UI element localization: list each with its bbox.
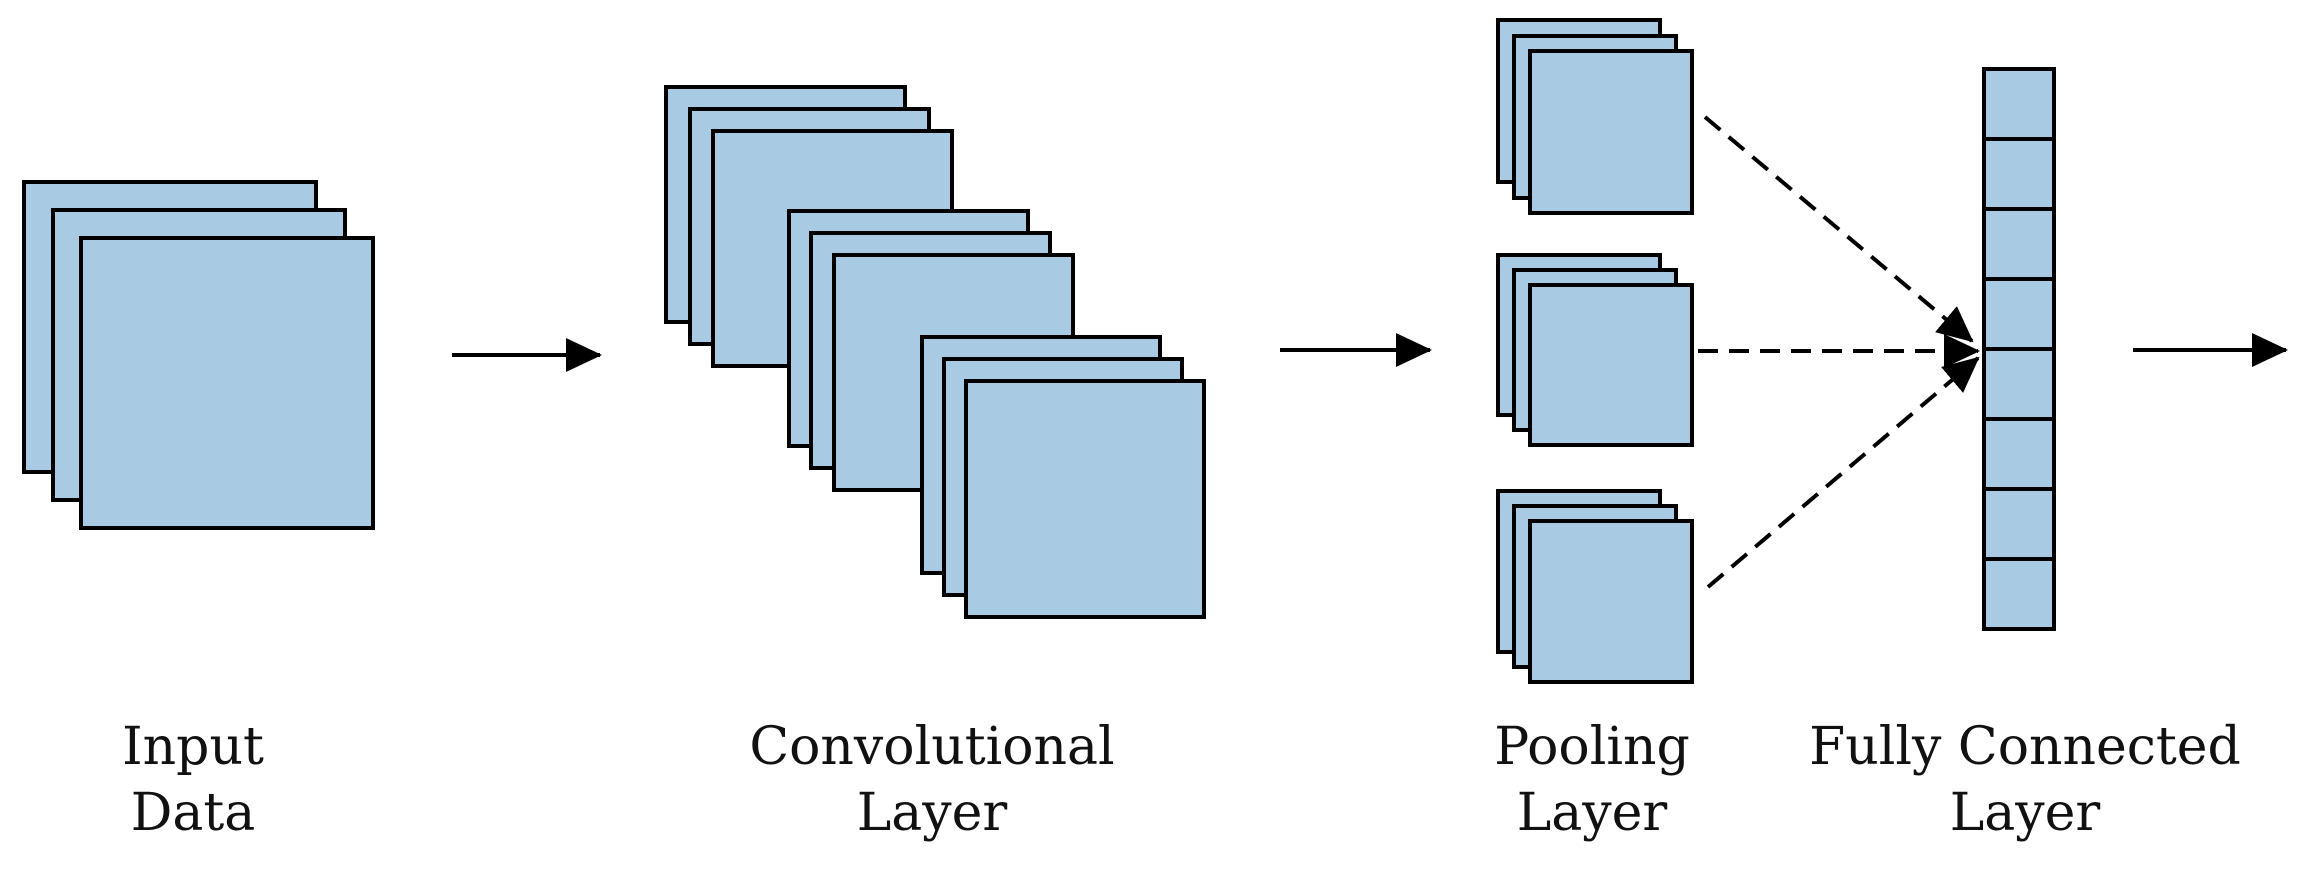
pool-feature-map	[1528, 283, 1694, 447]
input-data-label-line1: Input	[122, 717, 264, 777]
convolutional-layer-stacks	[664, 85, 1206, 619]
dashed-connections	[1698, 115, 1980, 589]
fully-connected-layer-label-line2: Layer	[1949, 783, 2101, 843]
pool-stack-3	[1496, 489, 1694, 684]
fully-connected-layer-label: Fully Connected Layer	[1809, 714, 2241, 846]
fully-connected-cell	[1982, 137, 2056, 211]
fully-connected-cell	[1982, 347, 2056, 421]
fully-connected-cell	[1982, 417, 2056, 491]
input-data-stack	[22, 180, 375, 530]
pool-stack-1	[1496, 18, 1694, 215]
dashed-connection-top	[1703, 115, 1974, 343]
fully-connected-cell	[1982, 487, 2056, 561]
fully-connected-layer	[1982, 67, 2056, 631]
fully-connected-cell	[1982, 67, 2056, 141]
input-data-label: Input Data	[122, 714, 264, 846]
conv-stack-3	[920, 335, 1206, 619]
input-data-label-line2: Data	[130, 783, 256, 843]
pool-feature-map	[1528, 519, 1694, 684]
convolutional-layer-label: Convolutional Layer	[749, 714, 1114, 846]
fully-connected-cell	[1982, 557, 2056, 631]
convolutional-layer-label-line1: Convolutional	[749, 717, 1115, 777]
pool-feature-map	[1528, 49, 1694, 215]
fully-connected-layer-label-line1: Fully Connected	[1809, 717, 2241, 777]
convolutional-layer-label-line2: Layer	[856, 783, 1008, 843]
fully-connected-cell	[1982, 277, 2056, 351]
fully-connected-cell	[1982, 207, 2056, 281]
pooling-layer-label: Pooling Layer	[1494, 714, 1690, 846]
pooling-layer-stacks	[1496, 18, 1694, 684]
pooling-layer-label-line1: Pooling	[1494, 717, 1690, 777]
input-feature-map	[79, 236, 375, 530]
dashed-connection-bottom	[1706, 356, 1980, 589]
pool-stack-2	[1496, 253, 1694, 447]
pooling-layer-label-line2: Layer	[1516, 783, 1668, 843]
conv-feature-map	[964, 379, 1206, 619]
